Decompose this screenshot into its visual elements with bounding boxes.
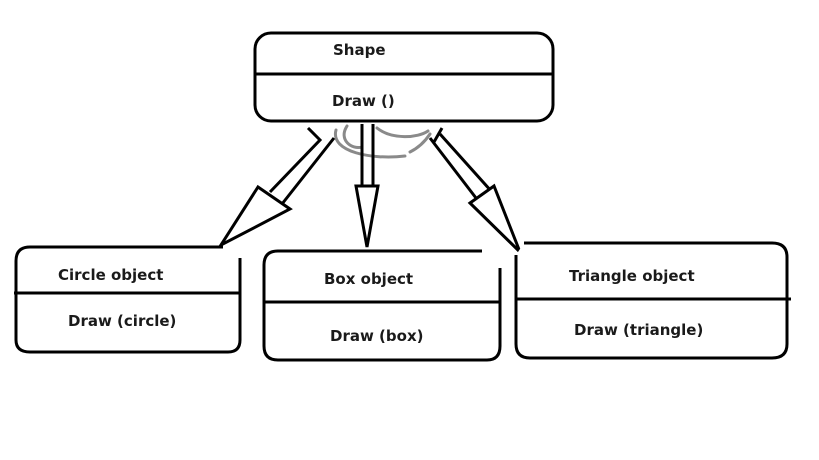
shape-class-box: Shape Draw () bbox=[253, 31, 555, 123]
arrow-to-circle bbox=[216, 126, 336, 249]
box-method: Draw (box) bbox=[330, 327, 423, 345]
box-class-box: Box object Draw (box) bbox=[262, 249, 502, 362]
circle-class-box: Circle object Draw (circle) bbox=[14, 245, 242, 354]
arrow-to-triangle bbox=[428, 127, 522, 254]
shape-title: Shape bbox=[333, 41, 386, 59]
circle-method: Draw (circle) bbox=[68, 312, 176, 330]
triangle-class-box: Triangle object Draw (triangle) bbox=[514, 241, 791, 360]
arrow-to-box bbox=[354, 124, 380, 248]
generalization-arc bbox=[334, 124, 432, 159]
box-title: Box object bbox=[324, 270, 413, 288]
triangle-title: Triangle object bbox=[569, 267, 695, 285]
circle-title: Circle object bbox=[58, 266, 163, 284]
shape-method: Draw () bbox=[332, 92, 395, 110]
triangle-method: Draw (triangle) bbox=[574, 321, 703, 339]
